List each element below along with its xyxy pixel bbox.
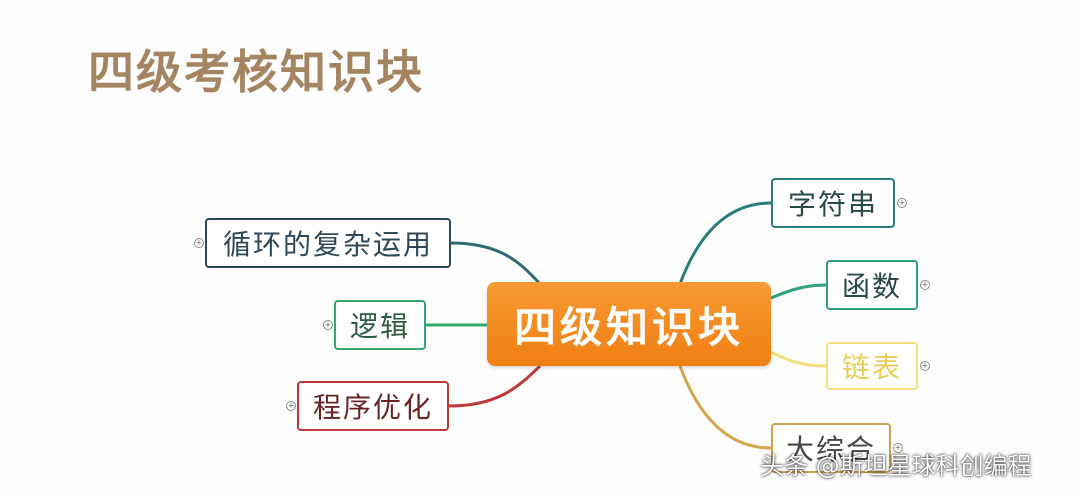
expand-logic-icon[interactable]: + bbox=[323, 320, 333, 330]
node-optimization[interactable]: 程序优化 bbox=[297, 381, 449, 431]
connector-optimization bbox=[448, 364, 542, 408]
page-title: 四级考核知识块 bbox=[88, 45, 424, 99]
central-node[interactable]: 四级知识块 bbox=[487, 282, 771, 366]
node-comprehensive[interactable]: 大综合 bbox=[771, 423, 891, 473]
expand-linked-list-icon[interactable]: + bbox=[920, 361, 930, 371]
node-string[interactable]: 字符串 bbox=[771, 178, 895, 228]
node-function[interactable]: 函数 bbox=[826, 260, 918, 310]
node-logic[interactable]: 逻辑 bbox=[334, 300, 426, 350]
connector-linked-list bbox=[770, 350, 827, 368]
connector-string bbox=[678, 201, 772, 285]
expand-comprehensive-icon[interactable]: + bbox=[893, 443, 903, 453]
connector-loop bbox=[450, 241, 542, 286]
expand-string-icon[interactable]: + bbox=[897, 198, 907, 208]
node-linked-list[interactable]: 链表 bbox=[826, 342, 918, 390]
expand-loop-icon[interactable]: + bbox=[194, 238, 204, 248]
connector-function bbox=[770, 283, 827, 300]
watermark: 头条 @斯坦星球科创编程 bbox=[760, 452, 1032, 480]
connector-comprehensive bbox=[678, 365, 772, 450]
expand-function-icon[interactable]: + bbox=[920, 280, 930, 290]
expand-optimization-icon[interactable]: + bbox=[286, 401, 296, 411]
node-loop[interactable]: 循环的复杂运用 bbox=[205, 218, 451, 268]
